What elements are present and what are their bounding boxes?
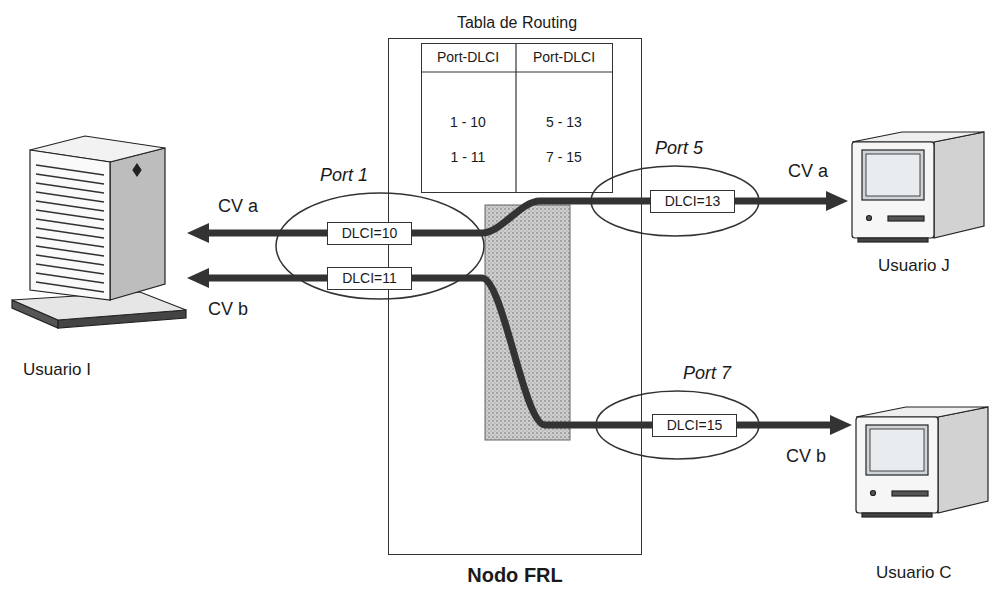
table-title: Tabla de Routing <box>422 13 612 32</box>
dlci-label: DLCI=13 <box>665 193 721 210</box>
table-cell: Port-DLCI <box>437 49 499 66</box>
node-title: Nodo FRL <box>389 563 641 587</box>
virtual-circuit <box>737 422 838 429</box>
circuit-label: CV a <box>218 196 258 218</box>
routing-table: Tabla de Routing <box>421 43 613 193</box>
dlci-box: DLCI=13 <box>650 190 735 213</box>
circuit-label: CV a <box>788 161 828 183</box>
port-label: Port 7 <box>683 363 731 385</box>
virtual-circuit <box>735 198 834 205</box>
server-side <box>110 148 165 300</box>
port-outline <box>596 391 759 459</box>
user-station: Usuario C <box>852 405 988 587</box>
computer-front <box>856 417 938 513</box>
port-label: Port 1 <box>320 165 368 187</box>
port-label: Port 5 <box>655 138 703 160</box>
port-outline <box>276 193 484 299</box>
computer-foot <box>862 513 932 517</box>
port-ellipse: Port 1DLCI=10DLCI=11 <box>275 192 485 300</box>
circuit-label: CV b <box>786 446 826 468</box>
computer-knob <box>871 491 876 496</box>
table-cell: Port-DLCI <box>533 49 595 66</box>
table-rule <box>515 43 516 192</box>
virtual-circuit <box>201 275 327 282</box>
table-cell: 1 - 11 <box>451 149 486 166</box>
computer-foot <box>858 238 928 242</box>
computer-screen <box>866 425 928 475</box>
server-vents <box>36 165 104 292</box>
virtual-circuit <box>201 230 327 237</box>
computer-slot <box>892 491 928 496</box>
port-ellipse: Port 5DLCI=13 <box>590 165 760 237</box>
routing-table-grid <box>421 43 612 192</box>
user-label: Usuario I <box>23 360 91 380</box>
computer-side <box>934 132 984 238</box>
computer-top <box>856 407 988 417</box>
table-cell: 1 - 10 <box>450 114 486 131</box>
port-ellipse: Port 7DLCI=15 <box>595 390 760 460</box>
connector-group <box>201 201 838 425</box>
dlci-label: DLCI=10 <box>342 225 398 242</box>
dlci-label: DLCI=11 <box>342 270 397 287</box>
computer-front <box>852 142 934 238</box>
computer-screen <box>862 150 924 200</box>
server-icon <box>12 136 186 328</box>
computer-icon <box>852 132 984 242</box>
computer-screen-glass <box>866 154 920 196</box>
dlci-box: DLCI=11 <box>327 267 412 290</box>
table-cell: 7 - 15 <box>546 149 582 166</box>
computer-knob <box>867 216 872 221</box>
user-label: Usuario J <box>878 256 950 276</box>
computer-screen-glass <box>870 429 924 471</box>
computer-slot <box>888 216 924 221</box>
user-station: Usuario I <box>5 128 187 390</box>
circuit-label: CV b <box>208 299 248 321</box>
table-cell: 5 - 13 <box>546 114 582 131</box>
server-front <box>30 150 110 300</box>
computer-top <box>852 132 984 142</box>
dlci-label: DLCI=15 <box>667 417 723 434</box>
port-outline <box>591 166 759 236</box>
user-label: Usuario C <box>876 563 952 583</box>
user-station: Usuario J <box>848 128 988 280</box>
computer-icon <box>856 407 988 517</box>
server-logo <box>133 164 141 176</box>
dlci-box: DLCI=15 <box>652 414 737 437</box>
dlci-box: DLCI=10 <box>327 222 412 245</box>
network-node-box: Nodo FRLTabla de Routing <box>388 38 642 555</box>
computer-side <box>938 407 988 513</box>
